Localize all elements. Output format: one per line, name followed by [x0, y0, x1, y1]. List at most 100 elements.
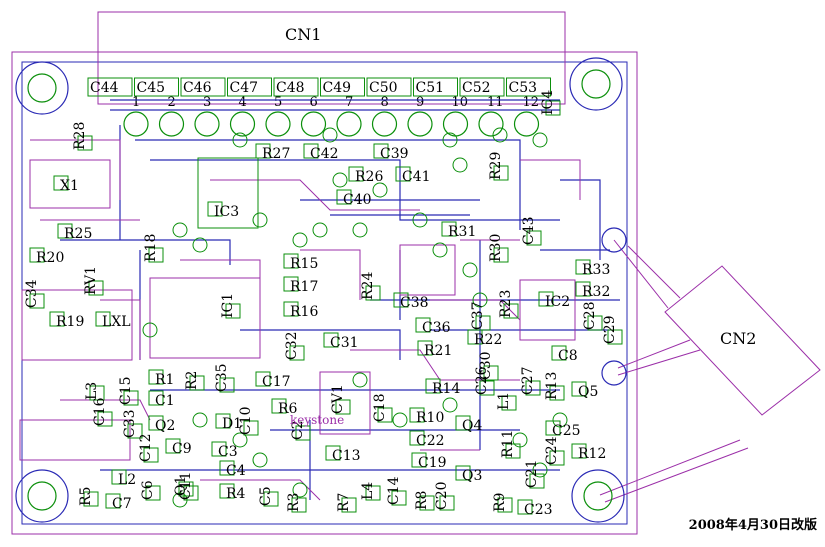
- via-pad: [172, 492, 188, 508]
- pad: [549, 385, 565, 401]
- cn1-outline: [97, 11, 566, 105]
- header-pad: [229, 111, 256, 137]
- component-label: C9: [172, 441, 192, 457]
- pad: [211, 441, 227, 457]
- cap-label: C47: [230, 80, 259, 96]
- header-number: 11: [487, 95, 504, 110]
- component-label: Q5: [578, 384, 598, 400]
- cn2-wires: [599, 239, 749, 503]
- pad: [29, 293, 45, 309]
- pad: [365, 285, 381, 301]
- component-label: R9: [492, 493, 508, 512]
- pad: [475, 315, 491, 331]
- pad: [145, 485, 161, 501]
- component-label: R30: [488, 234, 504, 262]
- pad: [148, 247, 164, 263]
- component-label: C37: [470, 301, 486, 330]
- component-label: C28: [582, 301, 598, 330]
- component-label: R23: [498, 290, 514, 318]
- component-label: C11: [178, 471, 194, 500]
- pad: [483, 365, 499, 381]
- pad: [207, 201, 223, 217]
- cap-footprint: [180, 77, 226, 97]
- pad: [57, 223, 73, 239]
- via-pad: [532, 462, 548, 478]
- component-label: R1: [155, 372, 174, 388]
- component-label: C24: [544, 436, 560, 465]
- pad: [505, 443, 521, 459]
- component-label: R2: [184, 371, 200, 390]
- via-pad: [192, 237, 208, 253]
- pad: [529, 473, 545, 489]
- component-label: IC3: [214, 204, 239, 220]
- cap-footprint: [506, 77, 551, 97]
- component-label: C10: [238, 406, 254, 435]
- component-label: C21: [524, 459, 540, 488]
- header-number: 4: [239, 95, 247, 110]
- pad: [377, 407, 393, 423]
- component-label: R14: [432, 381, 460, 397]
- component-label: R19: [56, 314, 84, 330]
- component-label: IC2: [545, 294, 570, 310]
- component-label: R11: [500, 430, 516, 458]
- component-label: C19: [418, 455, 447, 471]
- pad: [283, 253, 299, 269]
- header-number: 12: [523, 95, 540, 110]
- component-label: C27: [520, 366, 536, 395]
- component-label: R28: [72, 122, 88, 150]
- cap-footprint: [87, 77, 133, 97]
- pad: [517, 499, 533, 515]
- via-pad: [392, 412, 408, 428]
- cn1-label: CN1: [285, 25, 321, 44]
- pad: [391, 490, 407, 506]
- component-label: C30: [478, 351, 494, 380]
- silkscreen-traces: [30, 139, 581, 501]
- revision-date-caption: 2008年4月30日改版: [688, 518, 817, 533]
- cap-label: C48: [276, 80, 305, 96]
- pad: [455, 415, 471, 431]
- component-label: R21: [424, 343, 452, 359]
- component-label: R20: [36, 250, 64, 266]
- via-pad: [232, 132, 248, 148]
- via-pad: [452, 157, 468, 173]
- pad: [165, 438, 181, 454]
- pad: [255, 143, 271, 159]
- component-label: R7: [336, 493, 352, 512]
- component-label: R16: [290, 304, 318, 320]
- pad: [219, 377, 235, 393]
- component-label: R26: [355, 169, 383, 185]
- pad: [409, 407, 425, 423]
- header-number: 1: [132, 95, 140, 110]
- component-label: R12: [578, 446, 606, 462]
- component-label: C14: [386, 476, 402, 505]
- component-label: IC4: [540, 90, 556, 115]
- pad: [83, 491, 99, 507]
- component-label: R33: [582, 262, 610, 278]
- component-label: R24: [360, 272, 376, 300]
- component-pads: [29, 100, 623, 515]
- via-pad: [332, 172, 348, 188]
- pad: [189, 375, 205, 391]
- component-label: R25: [64, 226, 92, 242]
- header-pad: [442, 111, 469, 137]
- pad: [283, 301, 299, 317]
- via-pad: [462, 262, 478, 278]
- via-pad: [432, 242, 448, 258]
- header-number: 3: [203, 95, 211, 110]
- pad: [365, 485, 381, 501]
- pad: [411, 452, 427, 468]
- pad: [148, 415, 164, 431]
- pad: [587, 315, 603, 331]
- ic-outlines: [19, 157, 576, 461]
- pad: [493, 247, 509, 263]
- cap-footprint: [227, 77, 272, 97]
- pad: [97, 411, 113, 427]
- component-label: L1: [496, 392, 512, 410]
- pad: [77, 135, 93, 151]
- component-label: C26: [474, 366, 490, 395]
- via-pad: [372, 182, 388, 198]
- pad: [545, 100, 561, 116]
- pad: [95, 311, 111, 327]
